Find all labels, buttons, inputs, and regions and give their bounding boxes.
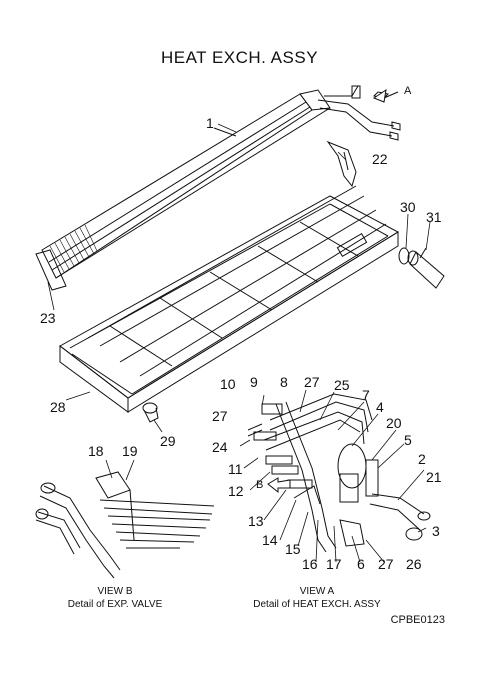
leader-lines bbox=[47, 123, 431, 563]
label-part-10: 10 bbox=[220, 376, 236, 392]
label-part-25: 25 bbox=[334, 377, 350, 393]
label-part-15: 15 bbox=[285, 541, 301, 557]
view-b-title: VIEW B bbox=[97, 586, 133, 597]
view-a-arrow bbox=[372, 88, 399, 103]
label-part-23: 23 bbox=[40, 310, 56, 326]
label-part-4: 4 bbox=[376, 399, 384, 415]
view-b-arrow-letter: B bbox=[256, 479, 264, 491]
view-a-arrow-letter: A bbox=[404, 85, 412, 97]
sleeve-part-31 bbox=[407, 247, 445, 289]
label-part-29: 29 bbox=[160, 433, 176, 449]
label-part-18: 18 bbox=[88, 443, 104, 459]
label-part-16: 16 bbox=[302, 556, 318, 572]
label-part-30: 30 bbox=[400, 199, 416, 215]
page-title: HEAT EXCH. ASSY bbox=[160, 48, 319, 67]
view-b-assembly bbox=[35, 471, 215, 579]
heat-exchanger-core bbox=[35, 89, 331, 291]
label-part-5: 5 bbox=[404, 432, 412, 448]
label-part-20: 20 bbox=[386, 415, 402, 431]
view-b-detail: Detail of EXP. VALVE bbox=[67, 599, 163, 610]
view-a-title: VIEW A bbox=[299, 586, 335, 597]
label-part-28: 28 bbox=[50, 399, 66, 415]
label-part-27-bottom: 27 bbox=[378, 556, 394, 572]
bracket-part-22 bbox=[326, 140, 357, 188]
label-part-27-top: 27 bbox=[304, 374, 320, 390]
drawing-code: CPBE0123 bbox=[390, 614, 445, 626]
label-part-6: 6 bbox=[357, 556, 365, 572]
label-part-26: 26 bbox=[406, 556, 422, 572]
label-part-17: 17 bbox=[326, 556, 342, 572]
bolt-part-29 bbox=[142, 402, 159, 423]
label-part-24: 24 bbox=[212, 439, 228, 455]
view-a-assembly bbox=[247, 393, 431, 553]
label-part-1: 1 bbox=[206, 115, 214, 131]
label-part-27-left: 27 bbox=[212, 408, 228, 424]
label-part-9: 9 bbox=[250, 374, 258, 390]
label-part-22: 22 bbox=[372, 151, 388, 167]
label-part-3: 3 bbox=[432, 523, 440, 539]
label-part-13: 13 bbox=[248, 513, 264, 529]
label-part-31: 31 bbox=[426, 209, 442, 225]
label-part-2: 2 bbox=[418, 451, 426, 467]
view-a-detail: Detail of HEAT EXCH. ASSY bbox=[253, 599, 381, 610]
label-part-7: 7 bbox=[362, 387, 370, 403]
view-b-arrow bbox=[267, 477, 291, 494]
label-part-12: 12 bbox=[228, 483, 244, 499]
refrigerant-pipes bbox=[317, 85, 401, 141]
drain-pan bbox=[59, 185, 400, 413]
label-part-8: 8 bbox=[280, 374, 288, 390]
gasket-part-30 bbox=[398, 247, 410, 265]
label-part-21: 21 bbox=[426, 469, 442, 485]
label-part-19: 19 bbox=[122, 443, 138, 459]
label-part-11: 11 bbox=[228, 461, 243, 477]
label-part-14: 14 bbox=[262, 532, 278, 548]
